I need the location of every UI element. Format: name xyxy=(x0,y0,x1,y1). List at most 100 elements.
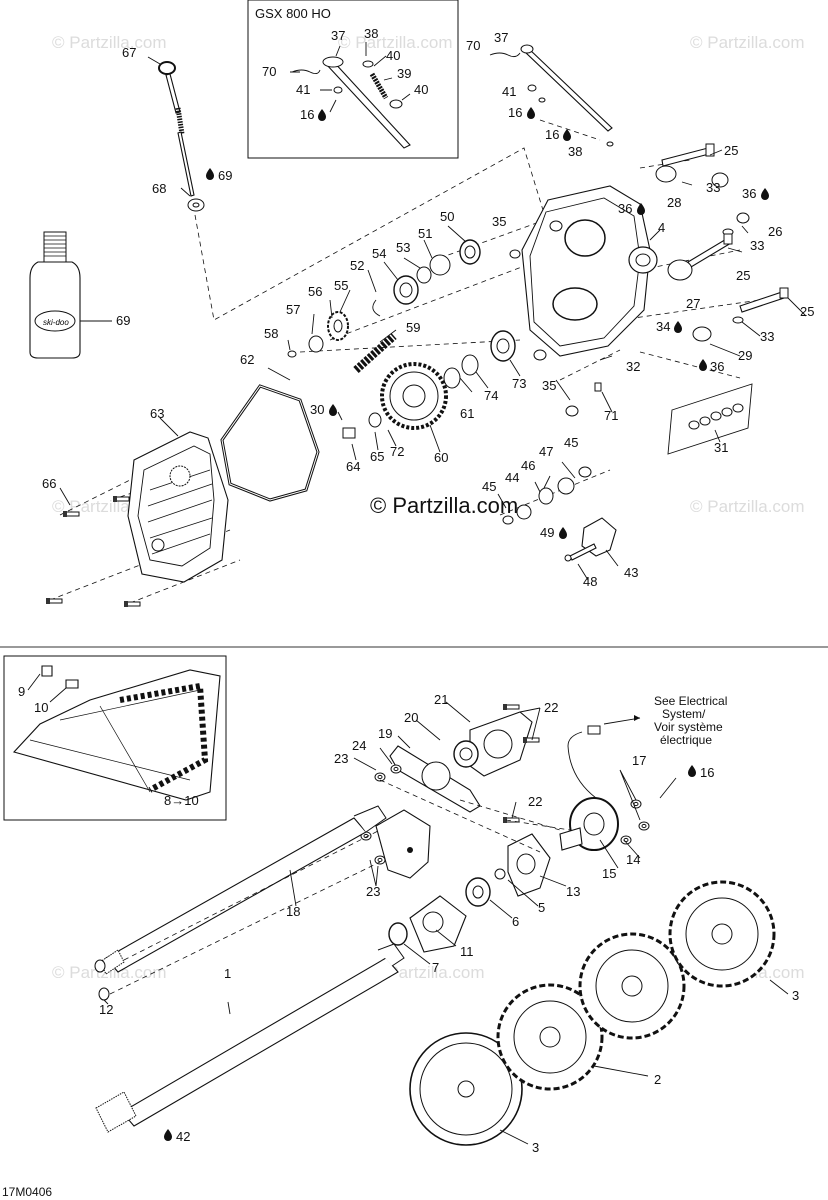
oil-drop-icon xyxy=(688,765,696,777)
callout-23: 23 xyxy=(366,884,380,899)
callout-33: 33 xyxy=(760,329,774,344)
guide-line xyxy=(639,351,741,379)
guide-line xyxy=(559,349,621,381)
callout-46: 46 xyxy=(521,458,535,473)
callout-2: 2 xyxy=(654,1072,661,1087)
electrical-note-line: See Electrical xyxy=(654,694,727,708)
callout-45: 45 xyxy=(482,479,496,494)
watermark-text: © Partzilla.com xyxy=(690,497,805,516)
callout-13: 13 xyxy=(566,884,580,899)
callout-48: 48 xyxy=(583,574,597,589)
chaincase-housing xyxy=(521,185,661,361)
callout-37: 37 xyxy=(331,28,345,43)
callout-12: 12 xyxy=(99,1002,113,1017)
chaincase-cover xyxy=(45,384,320,608)
callout-69: 69 xyxy=(116,313,130,328)
callout-20: 20 xyxy=(404,710,418,725)
callout-60: 60 xyxy=(434,450,448,465)
gsx-inset: GSX 800 HO xyxy=(247,0,459,159)
callout-38: 38 xyxy=(568,144,582,159)
callout-74: 74 xyxy=(484,388,498,403)
callout-16: 16 xyxy=(508,105,522,120)
guide-line xyxy=(129,559,241,604)
callout-6: 6 xyxy=(512,914,519,929)
callout-16: 16 xyxy=(300,107,314,122)
gear-train-upper xyxy=(267,225,613,461)
callout-39: 39 xyxy=(397,66,411,81)
callout-69: 69 xyxy=(218,168,232,183)
callout-56: 56 xyxy=(308,284,322,299)
callout-17: 17 xyxy=(632,753,646,768)
oil-drop-icon xyxy=(527,107,535,119)
svg-text:ski-doo: ski-doo xyxy=(43,318,69,327)
callout-16: 16 xyxy=(700,765,714,780)
guide-line xyxy=(539,119,601,141)
callout-45: 45 xyxy=(564,435,578,450)
callout-22: 22 xyxy=(528,794,542,809)
callout-28: 28 xyxy=(667,195,681,210)
callout-33: 33 xyxy=(706,180,720,195)
callout-36: 36 xyxy=(618,201,632,216)
callout-9: 9 xyxy=(18,684,25,699)
callout-15: 15 xyxy=(602,866,616,881)
callout-41: 41 xyxy=(296,82,310,97)
callout-54: 54 xyxy=(372,246,386,261)
callout-65: 65 xyxy=(370,449,384,464)
oil-drop-icon xyxy=(329,404,337,416)
callout-10: 10 xyxy=(34,700,48,715)
electrical-note-line: électrique xyxy=(660,733,712,747)
watermark-text: © Partzilla.com xyxy=(338,33,453,52)
watermark-text: © Partzilla.com xyxy=(52,963,167,982)
callout-68: 68 xyxy=(152,181,166,196)
callout-32: 32 xyxy=(626,359,640,374)
callout-38: 38 xyxy=(364,26,378,41)
callout-70: 70 xyxy=(466,38,480,53)
callout-63: 63 xyxy=(150,406,164,421)
callout-41: 41 xyxy=(502,84,516,99)
callout-33: 33 xyxy=(750,238,764,253)
watermark-text: © Partzilla.com xyxy=(370,963,485,982)
callout-43: 43 xyxy=(624,565,638,580)
track-inset-range: 8→10 xyxy=(164,793,199,808)
callout-14: 14 xyxy=(626,852,640,867)
electrical-note-line: System/ xyxy=(662,707,706,721)
callout-18: 18 xyxy=(286,904,300,919)
callout-5: 5 xyxy=(538,900,545,915)
callout-55: 55 xyxy=(334,278,348,293)
callout-70: 70 xyxy=(262,64,276,79)
callout-73: 73 xyxy=(512,376,526,391)
callout-42: 42 xyxy=(176,1129,190,1144)
callout-62: 62 xyxy=(240,352,254,367)
callout-19: 19 xyxy=(378,726,392,741)
oil-drop-icon xyxy=(164,1129,172,1141)
callout-21: 21 xyxy=(434,692,448,707)
callout-36: 36 xyxy=(710,359,724,374)
chaincase-upper-parts xyxy=(489,44,807,455)
callout-47: 47 xyxy=(539,444,553,459)
callout-49: 49 xyxy=(540,525,554,540)
callout-72: 72 xyxy=(390,444,404,459)
callout-61: 61 xyxy=(460,406,474,421)
oil-drop-icon xyxy=(559,527,567,539)
callout-52: 52 xyxy=(350,258,364,273)
electrical-note: See Electrical System/ Voir système élec… xyxy=(654,694,727,747)
callout-25: 25 xyxy=(800,304,814,319)
callout-66: 66 xyxy=(42,476,56,491)
electrical-note-line: Voir système xyxy=(654,720,723,734)
callouts: 37 38 40 39 40 70 41 16 67 68 69 69 70 3… xyxy=(18,26,814,1155)
callout-35: 35 xyxy=(542,378,556,393)
callout-16: 16 xyxy=(545,127,559,142)
callout-11: 11 xyxy=(460,944,474,959)
callout-34: 34 xyxy=(656,319,670,334)
guide-line xyxy=(329,259,541,341)
callout-30: 30 xyxy=(310,402,324,417)
callout-40: 40 xyxy=(414,82,428,97)
callout-36: 36 xyxy=(742,186,756,201)
callout-44: 44 xyxy=(505,470,519,485)
callout-3: 3 xyxy=(792,988,799,1003)
inset-title: GSX 800 HO xyxy=(255,6,331,21)
watermark-text: © Partzilla.com xyxy=(52,33,167,52)
track-inset xyxy=(3,655,227,821)
dipstick xyxy=(147,56,205,212)
